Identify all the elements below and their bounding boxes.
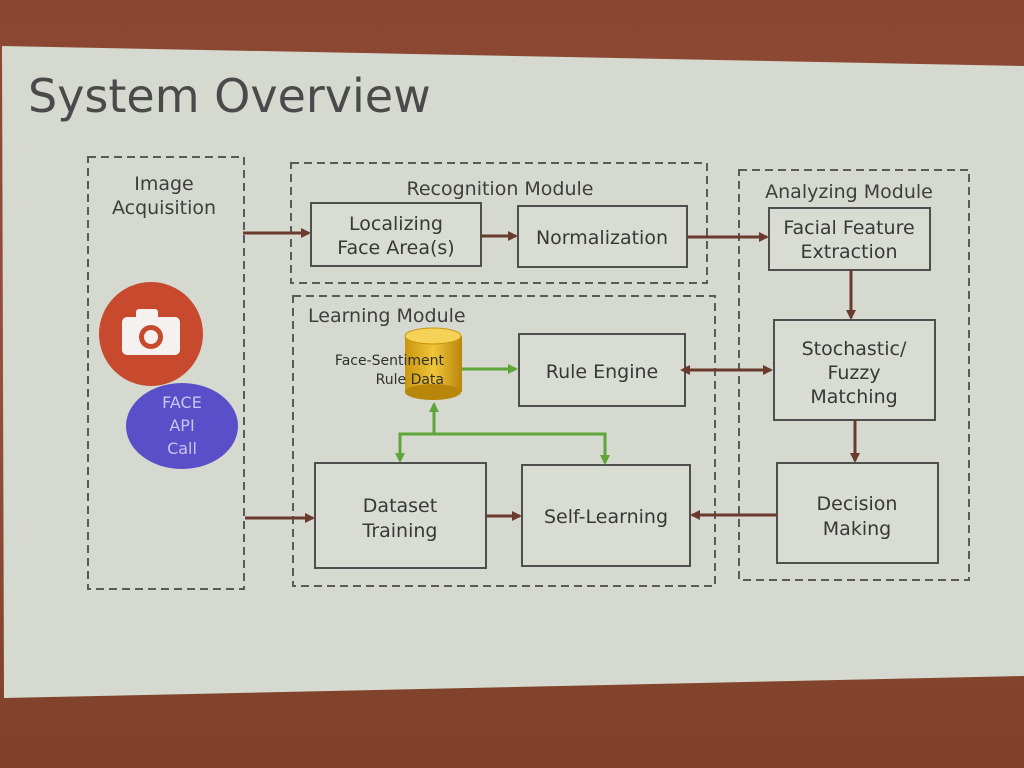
decision-making-text: Decision bbox=[817, 493, 898, 515]
self-learning-box bbox=[521, 464, 691, 567]
dataset-training-text: Training bbox=[362, 520, 438, 542]
face-api-label: API bbox=[169, 416, 194, 435]
facial-feature-extraction-text: Extraction bbox=[801, 241, 898, 263]
database-icon bbox=[404, 327, 462, 400]
image-acquisition-group bbox=[87, 156, 245, 590]
rule-engine-text: Rule Engine bbox=[546, 361, 659, 383]
analyzing-module-label: Analyzing Module bbox=[765, 181, 933, 203]
facial-feature-extraction-text: Facial Feature bbox=[783, 217, 914, 239]
localizing-face-area-text: Face Area(s) bbox=[337, 237, 454, 259]
decision-making-box bbox=[776, 462, 939, 564]
rule-engine-box bbox=[518, 333, 686, 407]
face-api-call-badge: FACE API Call bbox=[126, 383, 238, 469]
dataset-training-box bbox=[314, 462, 487, 569]
learning-module-group bbox=[292, 295, 716, 587]
image-acquisition-label: Image bbox=[134, 173, 194, 195]
dataset-training-text: Dataset bbox=[363, 495, 437, 517]
learning-module-label: Learning Module bbox=[308, 305, 466, 327]
face-sentiment-rule-data-label: Face-Sentiment bbox=[335, 353, 445, 369]
recognition-module-label: Recognition Module bbox=[406, 178, 593, 200]
stochastic-fuzzy-matching-text: Stochastic/ bbox=[802, 338, 907, 360]
normalization-text: Normalization bbox=[536, 227, 668, 249]
arrow-feedback-to-dataset-training bbox=[395, 432, 434, 463]
stochastic-fuzzy-matching-text: Fuzzy bbox=[827, 362, 880, 384]
face-sentiment-rule-data-label: Rule Data bbox=[376, 372, 444, 388]
stochastic-fuzzy-matching-box bbox=[773, 319, 936, 421]
normalization-box bbox=[517, 205, 688, 268]
arrow-feedback-to-self-learning bbox=[434, 432, 610, 465]
stochastic-fuzzy-matching-text: Matching bbox=[810, 386, 897, 408]
face-api-label: FACE bbox=[162, 393, 202, 412]
self-learning-text: Self-Learning bbox=[544, 506, 668, 528]
analyzing-module-group bbox=[738, 169, 970, 581]
face-api-label: Call bbox=[167, 439, 197, 458]
camera-icon bbox=[99, 282, 203, 386]
facial-feature-extraction-box bbox=[768, 207, 931, 271]
decision-making-text: Making bbox=[823, 518, 891, 540]
recognition-module-group bbox=[290, 162, 708, 284]
localizing-face-area-text: Localizing bbox=[349, 213, 443, 235]
image-acquisition-label: Acquisition bbox=[112, 197, 216, 219]
localizing-face-area-box bbox=[310, 202, 482, 267]
slide-title: System Overview bbox=[28, 69, 431, 123]
